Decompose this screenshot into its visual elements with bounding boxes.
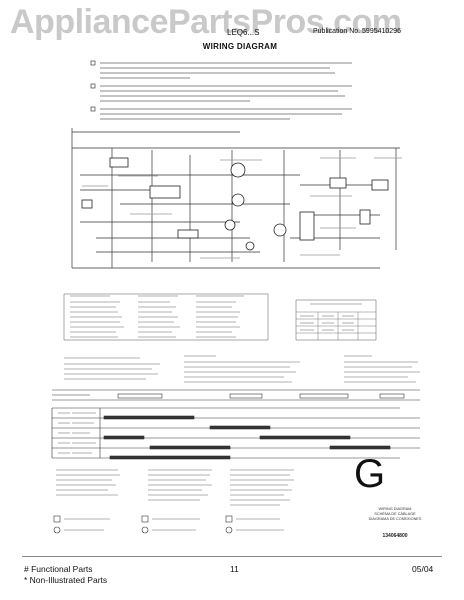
caption-line: WIRING DIAGRAM bbox=[378, 507, 412, 511]
non-illustrated-parts-note: * Non-Illustrated Parts bbox=[24, 575, 108, 585]
notes-text-lines bbox=[64, 355, 420, 383]
publication-date: 05/04 bbox=[412, 564, 434, 574]
diagram-revision-letter: G bbox=[354, 452, 386, 496]
functional-parts-note: # Functional Parts bbox=[24, 564, 93, 574]
publication-number: Publication No. 5995410296 bbox=[313, 28, 401, 35]
watermark-logo: AppliancePartsPros.com bbox=[10, 3, 402, 41]
timer-chart-table bbox=[295, 299, 377, 341]
model-number: LEQ6...S bbox=[227, 28, 260, 37]
bottom-notes-text-lines bbox=[56, 469, 294, 531]
diagram-part-number: 134064800 bbox=[382, 533, 408, 539]
caution-text-lines bbox=[100, 62, 352, 120]
schematic-components bbox=[81, 157, 389, 251]
bottom-symbols bbox=[53, 515, 233, 534]
page-title: WIRING DIAGRAM bbox=[202, 42, 278, 51]
footer-divider bbox=[22, 556, 442, 557]
caution-checkboxes bbox=[90, 60, 96, 112]
wiring-diagram-caption: WIRING DIAGRAM SCHÉMA DE CÂBLAGE DIAGRAM… bbox=[350, 507, 440, 522]
timer-sequence-chart bbox=[51, 389, 420, 460]
caption-line: SCHÉMA DE CÂBLAGE bbox=[374, 512, 416, 516]
page-number: 11 bbox=[230, 564, 239, 574]
component-label-lines bbox=[82, 157, 402, 259]
caption-line: DIAGRAMA DE CONEXIONES bbox=[368, 517, 422, 521]
wire-color-legend-table bbox=[63, 293, 269, 341]
